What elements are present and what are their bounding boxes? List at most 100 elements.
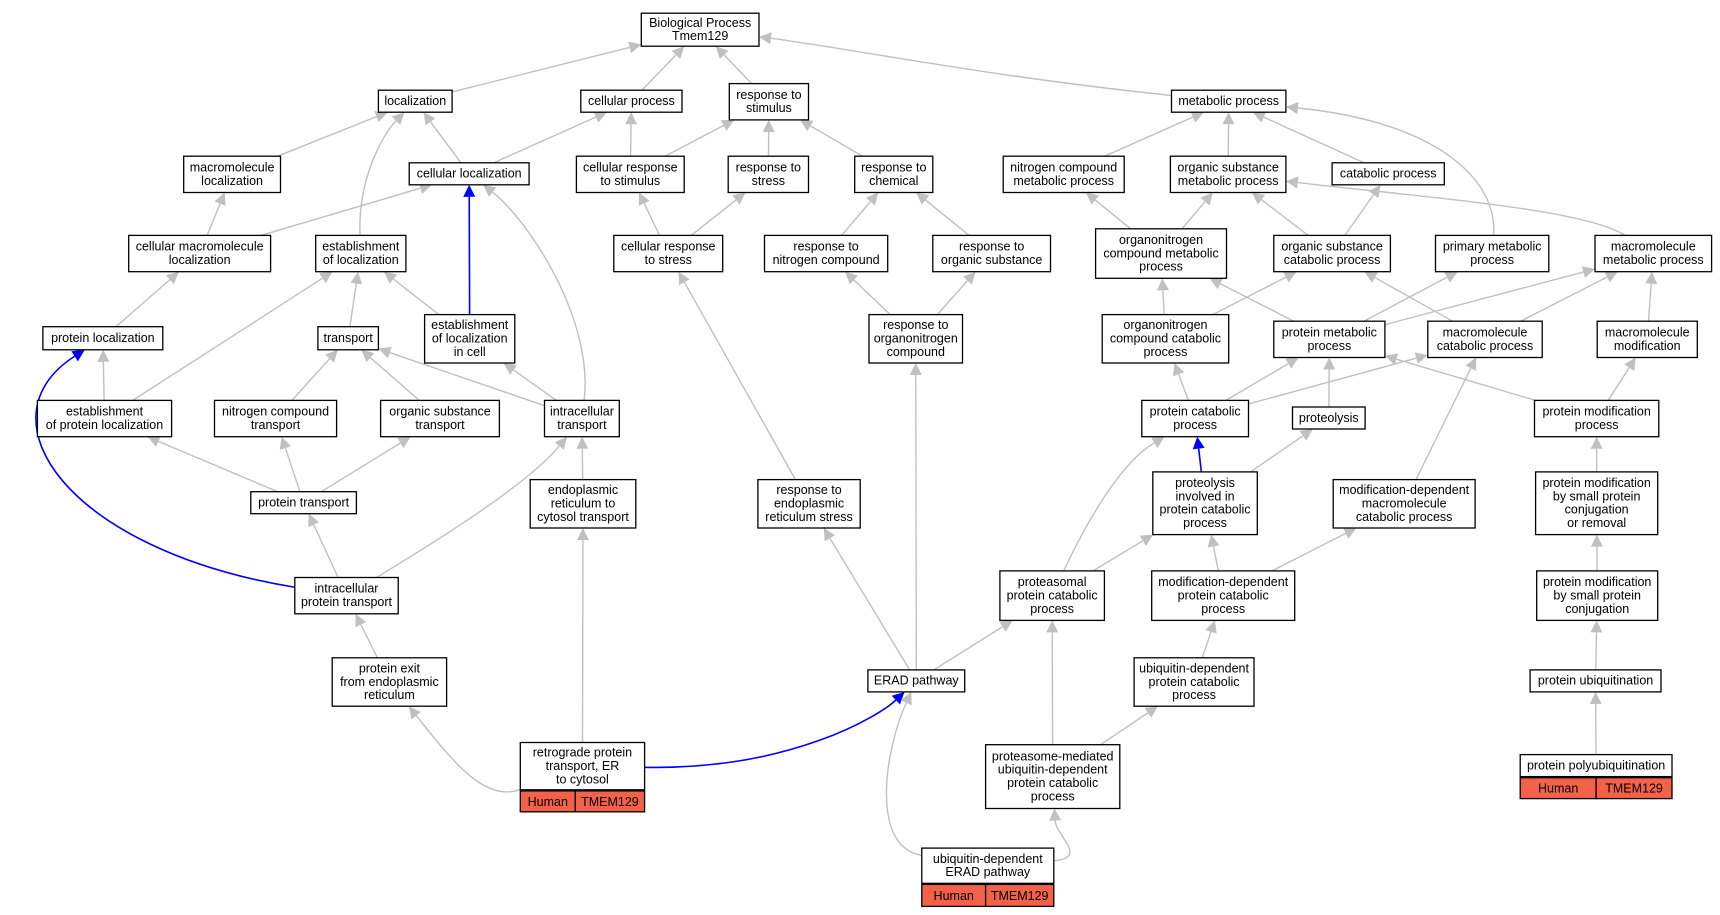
arrowhead-catabolic_process-to-metabolic_process (1252, 111, 1267, 123)
edge-proteasomal_protein_catabolic-to-protein_catabolic (1063, 442, 1155, 572)
arrowhead-protein_metabolic-to-primary_metabolic (1444, 271, 1458, 283)
go-term-catabolic-process[interactable]: catabolic process (1331, 162, 1445, 186)
go-term-erad-pathway[interactable]: ERAD pathway (867, 669, 966, 693)
go-term-protein-localization[interactable]: protein localization (42, 326, 164, 351)
arrowhead-organonitrogen_compound_catabolic-to-organic_substance_catabolic (1283, 271, 1297, 283)
go-term-mod-dependent-macromolecule-catabolic[interactable]: modification-dependentmacromoleculecatab… (1332, 478, 1476, 529)
go-term-label-line: reticulum (364, 688, 415, 702)
go-term-box (1331, 162, 1445, 186)
arrowhead-proteasome_mediated-to-proteasomal_protein_catabolic (1046, 620, 1059, 633)
go-term-label-line: by small protein (1553, 588, 1641, 602)
go-term-protein-ubiquitination[interactable]: protein ubiquitination (1529, 669, 1662, 693)
arrowhead-nitrogen_compound_metabolic-to-metabolic_process (1190, 111, 1204, 123)
go-term-box (519, 741, 646, 791)
go-term-box (1152, 471, 1258, 536)
go-term-proteolysis[interactable]: proteolysis (1291, 406, 1366, 430)
arrowhead-organic_substance_catabolic-to-organic_substance_metabolic (1251, 192, 1266, 205)
go-term-proteasome-mediated[interactable]: proteasome-mediatedubiquitin-dependentpr… (984, 744, 1121, 810)
edge-proteasome_mediated-to-ubiquitin_dependent_protein_catabolic (1099, 712, 1149, 746)
arrowhead-response_to_stimulus-to-root (715, 46, 729, 60)
edge-cellular_response_to_stress-to-cellular_response_to_stimulus (643, 203, 661, 236)
edge-retrograde_protein_transport-to-erad_pathway (644, 699, 897, 769)
gene-label: TMEM129 (581, 795, 639, 809)
go-term-box (1533, 399, 1660, 438)
go-term-localization[interactable]: localization (377, 89, 453, 113)
go-term-cellular-localization[interactable]: cellular localization (408, 162, 530, 186)
go-term-box (1133, 657, 1255, 707)
arrowhead-ubiquitin_dependent_erad-to-proteasome_mediated (1049, 808, 1062, 821)
arrowhead-organic_substance_transport-to-transport (361, 349, 375, 363)
go-term-label-line: protein modification (1542, 476, 1650, 490)
arrowhead-macromolecule_catabolic-to-organic_substance_catabolic (1364, 271, 1378, 283)
go-term-metabolic-process[interactable]: metabolic process (1170, 89, 1287, 113)
edge-intracellular_protein_transport-to-protein_localization (35, 355, 295, 589)
go-term-label-line: protein exit (359, 661, 421, 675)
go-term-transport[interactable]: transport (317, 326, 380, 351)
go-term-box (377, 89, 453, 113)
go-term-label-line: protein ubiquitination (1538, 674, 1653, 688)
go-term-label-line: protein modification (1542, 405, 1650, 419)
go-term-label-line: cellular process (588, 94, 675, 108)
edge-erad_pathway-to-proteasomal_protein_catabolic (933, 626, 1003, 671)
go-term-box (42, 326, 164, 351)
edge-cellular_macromolecule_localization-to-cellular_localization (260, 187, 421, 237)
go-term-label-line: transport (323, 331, 373, 345)
go-term-label-line: organonitrogen (874, 332, 958, 346)
go-term-label-line: process (1030, 602, 1074, 616)
go-term-box (1291, 406, 1366, 430)
go-term-label-line: cytosol transport (537, 510, 629, 524)
arrowhead-proteolysis-to-protein_metabolic (1323, 357, 1336, 370)
edge-protein_localization-to-cellular_macromolecule_localization (115, 279, 171, 328)
go-term-cellular-process[interactable]: cellular process (580, 89, 683, 113)
arrowhead-establishment_of_localization_in_cell-to-establishment_of_localization (383, 271, 398, 284)
gene-label: TMEM129 (1605, 782, 1663, 796)
arrowhead-proteolysis_in_catabolic-to-protein_catabolic (1192, 436, 1205, 450)
go-term-protein-transport[interactable]: protein transport (250, 491, 358, 515)
edge-cellular_process-to-root (641, 54, 677, 91)
edge-establishment_of_localization-to-localization (359, 120, 397, 236)
go-term-label-line: process (1201, 602, 1245, 616)
